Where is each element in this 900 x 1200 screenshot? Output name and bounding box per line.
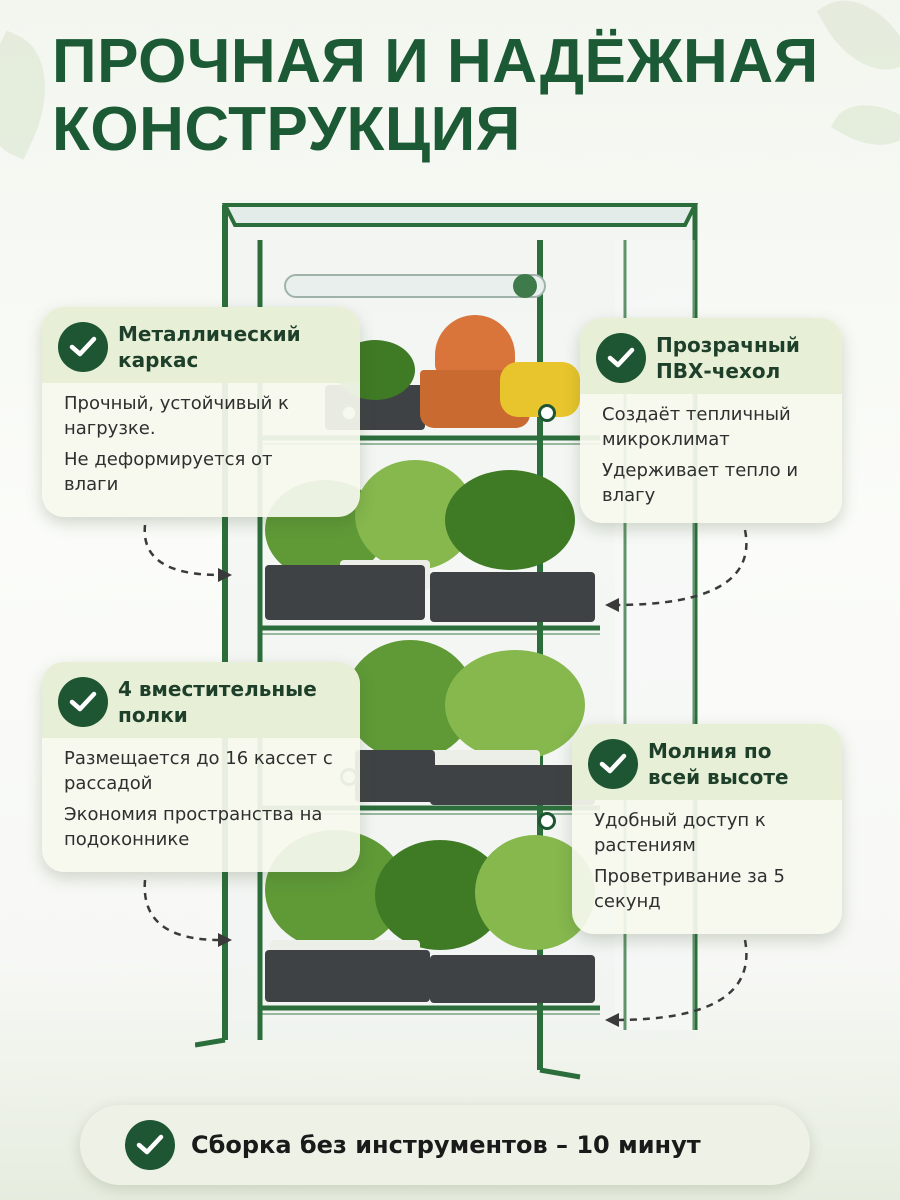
callout-pin [538,812,556,830]
callout-pin [538,404,556,422]
title-line-1: ПРОЧНАЯ И НАДЁЖНАЯ [52,27,819,96]
seedling-tray [355,750,435,802]
assembly-banner: Сборка без инструментов – 10 минут [80,1105,810,1185]
assembly-text: Сборка без инструментов – 10 минут [191,1131,701,1159]
feature-card-header: Прозрачный ПВХ-чехол [580,318,842,394]
feature-card-zipper: Молния по всей высоте Удобный доступ к р… [572,724,842,934]
feature-body: Прочный, устойчивый к нагрузке. Не дефор… [42,383,360,511]
feature-card-header: 4 вместительные полки [42,662,360,738]
seedling-tray [265,565,425,620]
feature-card-header: Металлический каркас [42,307,360,383]
feature-line: Экономия пространства на подоконнике [64,804,323,850]
feature-line: Удерживает тепло и влагу [602,460,799,506]
feature-card-frame: Металлический каркас Прочный, устойчивый… [42,307,360,517]
feature-card-cover: Прозрачный ПВХ-чехол Создаёт тепличный м… [580,318,842,523]
feature-card-header: Молния по всей высоте [572,724,842,800]
feature-line: Прочный, устойчивый к нагрузке. [64,393,289,439]
check-icon [125,1120,175,1170]
seedling [445,470,575,570]
feature-body: Удобный доступ к растениям Проветривание… [572,800,842,928]
seedling-tray [430,765,595,805]
check-icon [596,333,646,383]
feature-line: Удобный доступ к растениям [594,810,766,856]
feature-card-shelves: 4 вместительные полки Размещается до 16 … [42,662,360,872]
seedling [445,650,585,760]
seedling-tray [430,955,595,1003]
feature-line: Создаёт тепличный микроклимат [602,404,791,450]
check-icon [58,322,108,372]
title-line-2: КОНСТРУКЦИЯ [52,95,521,164]
feature-line: Не деформируется от влаги [64,449,273,495]
feature-body: Размещается до 16 кассет с рассадой Экон… [42,738,360,866]
feature-title: Металлический каркас [118,322,301,372]
seedling-tray [265,950,430,1002]
check-icon [58,677,108,727]
feature-line: Проветривание за 5 секунд [594,866,785,912]
feature-title: Молния по всей высоте [648,739,789,789]
feature-title: Прозрачный ПВХ-чехол [656,333,800,383]
watering-can [435,315,515,375]
check-icon [588,739,638,789]
feature-line: Размещается до 16 кассет с рассадой [64,748,333,794]
page-title: ПРОЧНАЯ И НАДЁЖНАЯ КОНСТРУКЦИЯ [52,28,852,164]
feature-body: Создаёт тепличный микроклимат Удерживает… [580,394,842,522]
feature-title: 4 вместительные полки [118,677,317,727]
seedling-tray [430,572,595,622]
